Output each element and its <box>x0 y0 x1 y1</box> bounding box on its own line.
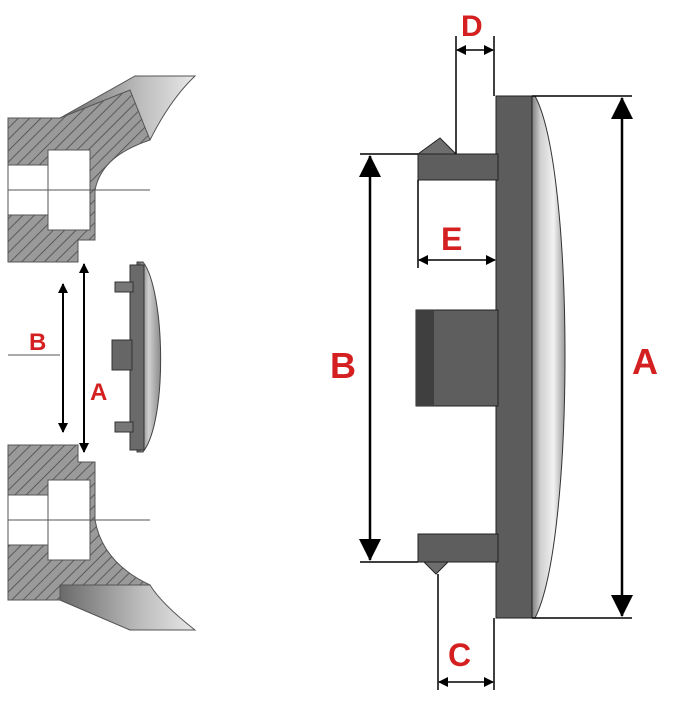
cap-upper-clip <box>417 153 499 181</box>
left-label-b: B <box>29 329 46 356</box>
label-a: A <box>632 341 658 382</box>
cap-center-boss-shade <box>416 310 434 406</box>
label-c: C <box>448 637 471 673</box>
left-wheel-section: B A <box>7 75 197 631</box>
label-e: E <box>441 221 462 257</box>
label-b: B <box>330 345 356 386</box>
cap-lower-clip-hook <box>422 561 450 575</box>
small-cap-lower-clip <box>114 421 134 433</box>
small-cap-upper-clip <box>114 281 134 293</box>
label-d: D <box>461 10 483 43</box>
cap-dome-face <box>526 95 566 619</box>
cap-flange-plate <box>495 95 533 619</box>
small-cap-center-boss <box>111 339 133 371</box>
lower-rim-shape <box>59 584 197 631</box>
small-center-cap <box>111 261 162 453</box>
left-label-a: A <box>90 379 107 406</box>
cap-upper-clip-hook <box>416 137 458 155</box>
right-cap-profile: D E B A C <box>330 10 658 690</box>
cap-lower-clip <box>417 533 499 563</box>
